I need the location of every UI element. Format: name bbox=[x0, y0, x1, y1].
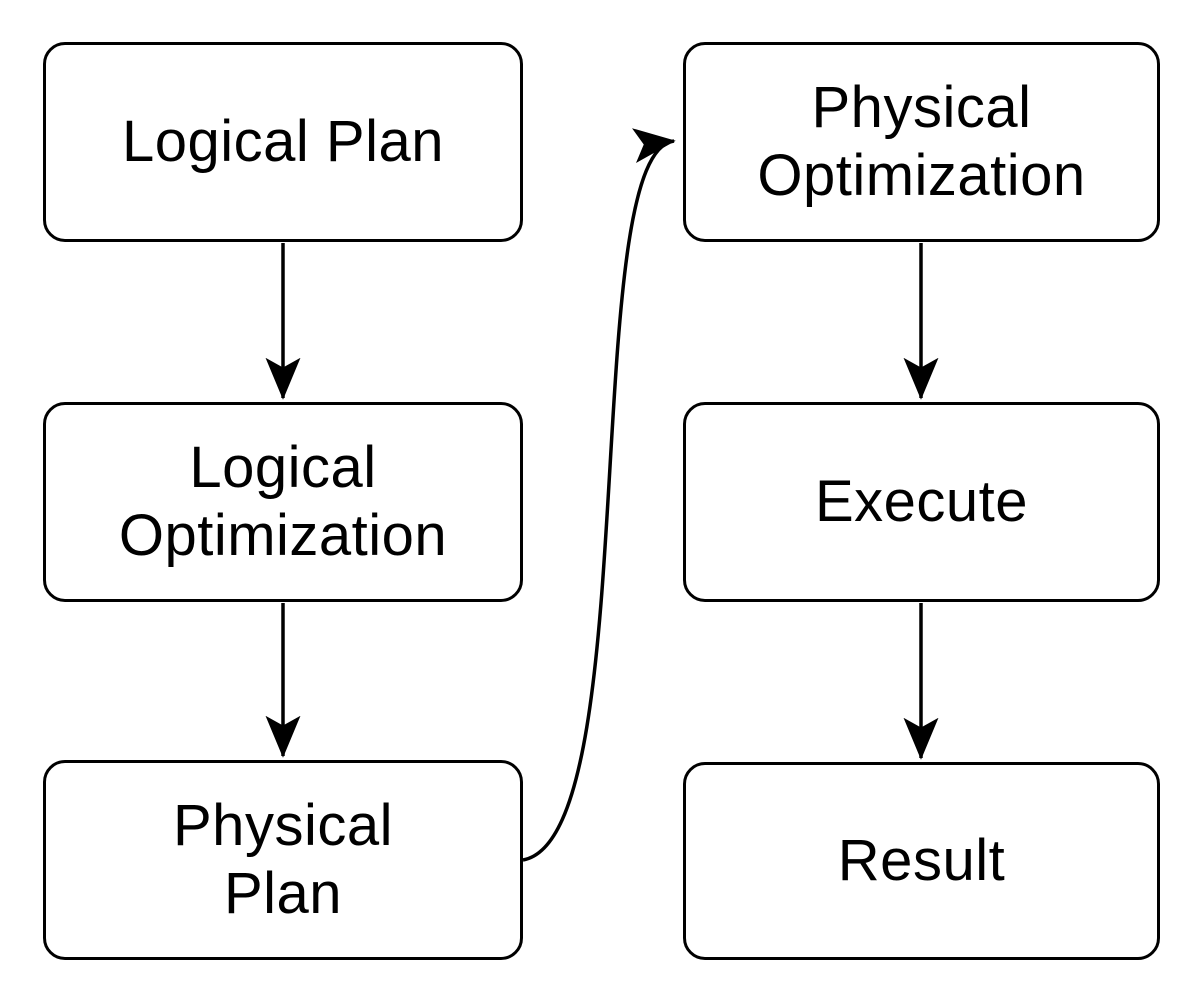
node-logical-plan: Logical Plan bbox=[43, 42, 523, 242]
node-logical-optimization: Logical Optimization bbox=[43, 402, 523, 602]
edge-physical-plan-to-physical-optimization bbox=[522, 128, 676, 862]
node-label-physical-optimization: Physical Optimization bbox=[757, 74, 1086, 208]
node-label-logical-optimization: Logical Optimization bbox=[118, 434, 448, 568]
node-physical-optimization: Physical Optimization bbox=[683, 42, 1160, 242]
node-execute: Execute bbox=[683, 402, 1160, 602]
node-physical-plan: Physical Plan bbox=[43, 760, 523, 960]
node-label-execute: Execute bbox=[814, 468, 1029, 534]
node-label-logical-plan: Logical Plan bbox=[122, 108, 444, 174]
node-label-result: Result bbox=[837, 827, 1006, 893]
node-result: Result bbox=[683, 762, 1160, 960]
node-label-physical-plan: Physical Plan bbox=[173, 792, 393, 926]
